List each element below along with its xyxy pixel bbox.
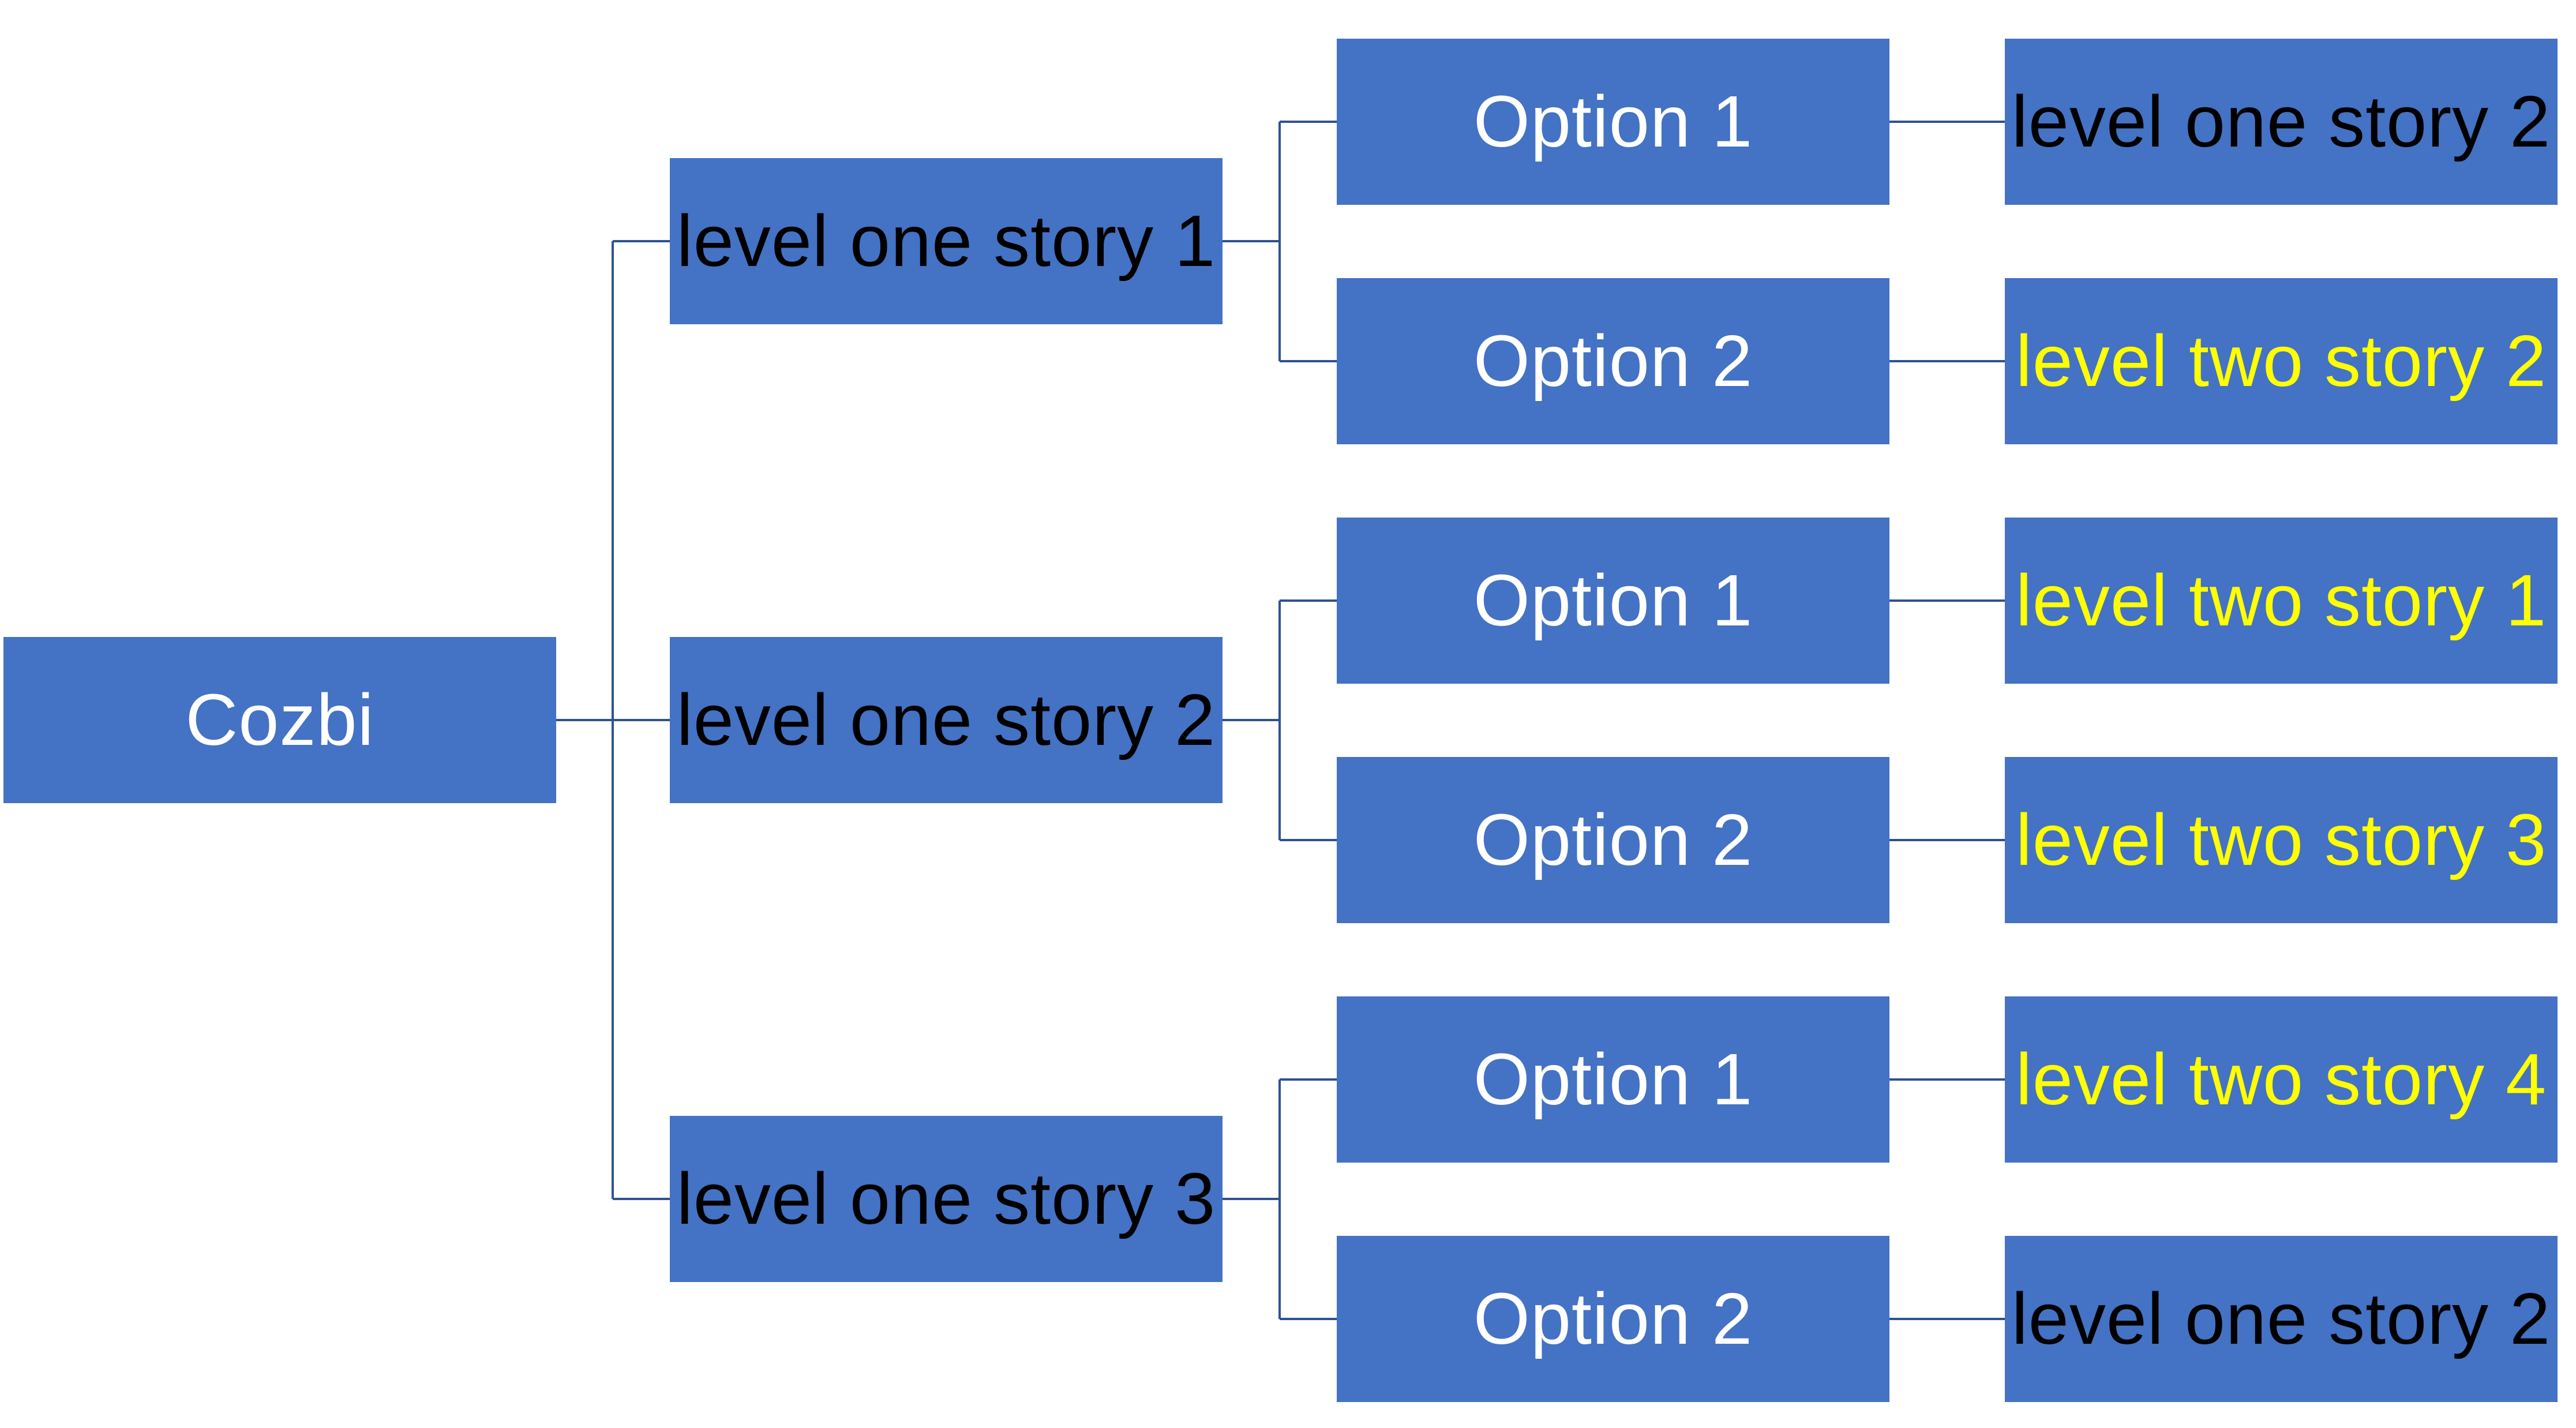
result-node: level two story 4	[2005, 996, 2558, 1163]
result-node: level two story 1	[2005, 518, 2558, 684]
root-node: Cozbi	[3, 637, 556, 803]
option-node: Option 1	[1337, 39, 1889, 205]
option-node: Option 2	[1337, 757, 1889, 923]
result-node: level two story 3	[2005, 757, 2558, 923]
option-node: Option 2	[1337, 1236, 1889, 1402]
option-node: Option 1	[1337, 996, 1889, 1163]
option-node: Option 1	[1337, 518, 1889, 684]
result-node: level one story 2	[2005, 39, 2558, 205]
option-node: Option 2	[1337, 278, 1889, 444]
level-one-node: level one story 1	[670, 158, 1223, 324]
level-one-node: level one story 2	[670, 637, 1223, 803]
level-one-node: level one story 3	[670, 1116, 1223, 1282]
result-node: level one story 2	[2005, 1236, 2558, 1402]
result-node: level two story 2	[2005, 278, 2558, 444]
